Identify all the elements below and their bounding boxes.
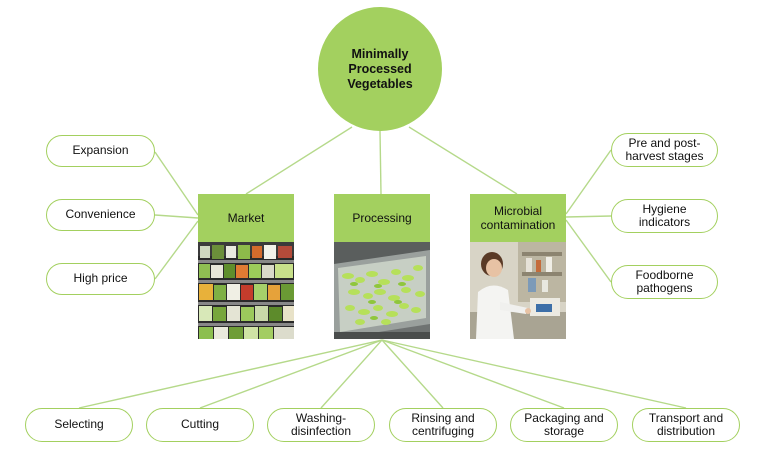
connector-microbial-stages: [566, 150, 611, 214]
category-market-label: Market: [228, 211, 265, 225]
connector-step-6: [382, 340, 686, 408]
connector-step-4: [382, 340, 443, 408]
microbial-item-hygiene: Hygiene indicators: [611, 199, 718, 233]
connector-title-microbial: [409, 127, 517, 194]
connector-title-market: [246, 127, 352, 194]
processing-step-packaging: Packaging and storage: [510, 408, 618, 442]
processing-step-rinsing: Rinsing and centrifuging: [389, 408, 497, 442]
title-text: Minimally Processed Vegetables: [330, 47, 430, 92]
connector-market-highprice: [155, 221, 198, 279]
category-microbial-label: Microbial contamination: [481, 204, 556, 232]
processing-step-transport-label: Transport and distribution: [649, 412, 723, 439]
market-item-expansion-label: Expansion: [72, 144, 128, 158]
title-circle: Minimally Processed Vegetables: [318, 7, 442, 131]
processing-step-washing: Washing- disinfection: [267, 408, 375, 442]
processing-step-selecting-label: Selecting: [54, 418, 103, 432]
processing-step-selecting: Selecting: [25, 408, 133, 442]
processing-line-photo: [334, 242, 430, 339]
category-microbial: Microbial contamination: [470, 194, 566, 242]
supermarket-shelf-photo: [198, 242, 294, 339]
connector-market-expansion: [155, 152, 198, 215]
microbial-item-stages: Pre and post- harvest stages: [611, 133, 718, 167]
connector-market-convenience: [155, 215, 198, 218]
microbial-item-hygiene-label: Hygiene indicators: [639, 203, 690, 230]
market-item-convenience-label: Convenience: [65, 208, 135, 222]
market-item-convenience: Convenience: [46, 199, 155, 231]
processing-step-packaging-label: Packaging and storage: [524, 412, 603, 439]
connector-step-1: [79, 340, 382, 408]
microbial-item-pathogens: Foodborne pathogens: [611, 265, 718, 299]
processing-step-cutting: Cutting: [146, 408, 254, 442]
connector-microbial-pathogens: [566, 220, 611, 282]
processing-step-rinsing-label: Rinsing and centrifuging: [411, 412, 474, 439]
microbial-item-pathogens-label: Foodborne pathogens: [635, 269, 693, 296]
processing-step-cutting-label: Cutting: [181, 418, 219, 432]
processing-step-washing-label: Washing- disinfection: [291, 412, 351, 439]
microbial-item-stages-label: Pre and post- harvest stages: [625, 137, 703, 164]
market-item-high-price: High price: [46, 263, 155, 295]
laboratory-photo: [470, 242, 566, 339]
category-market: Market: [198, 194, 294, 242]
category-processing: Processing: [334, 194, 430, 242]
market-item-expansion: Expansion: [46, 135, 155, 167]
connector-microbial-hygiene: [566, 216, 611, 217]
connector-title-processing: [380, 131, 381, 194]
connector-step-2: [200, 340, 382, 408]
market-item-high-price-label: High price: [73, 272, 127, 286]
connector-step-3: [321, 340, 382, 408]
processing-step-transport: Transport and distribution: [632, 408, 740, 442]
category-processing-label: Processing: [352, 211, 411, 225]
